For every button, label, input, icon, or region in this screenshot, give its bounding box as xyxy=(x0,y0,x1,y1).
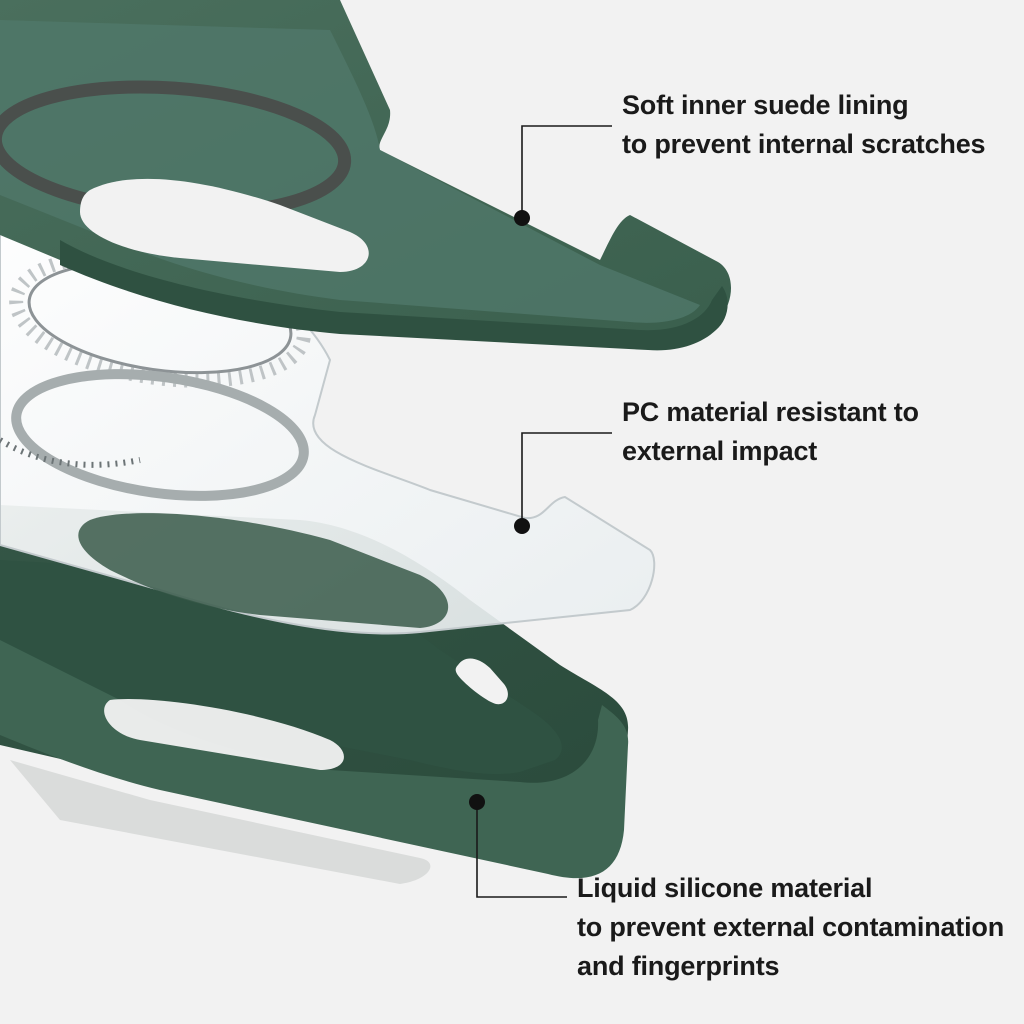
callout-pc-line-1: PC material resistant to xyxy=(622,397,919,427)
silicone-leader-line xyxy=(476,802,567,898)
callout-pc-material: PC material resistant to external impact xyxy=(622,393,919,471)
silicone-outer-shell xyxy=(0,505,629,884)
callout-silicone-line-1: Liquid silicone material xyxy=(577,873,873,903)
pc-leader-line xyxy=(521,432,612,526)
pc-marker-icon xyxy=(514,518,530,534)
suede-marker-icon xyxy=(514,210,530,226)
callout-suede-line-1: Soft inner suede lining xyxy=(622,90,909,120)
suede-inner-shell xyxy=(0,0,732,351)
callout-suede-lining: Soft inner suede lining to prevent inter… xyxy=(622,86,986,164)
callout-pc-line-2: external impact xyxy=(622,436,818,466)
callout-silicone-line-3: and fingerprints xyxy=(577,951,780,981)
callout-silicone-line-2: to prevent external contamination xyxy=(577,912,1004,942)
pc-clear-shell xyxy=(0,193,656,635)
callout-suede-line-2: to prevent internal scratches xyxy=(622,129,986,159)
callout-leader-lines xyxy=(476,125,612,898)
callout-liquid-silicone: Liquid silicone material to prevent exte… xyxy=(577,869,1004,986)
suede-leader-line xyxy=(521,125,612,218)
silicone-marker-icon xyxy=(469,794,485,810)
